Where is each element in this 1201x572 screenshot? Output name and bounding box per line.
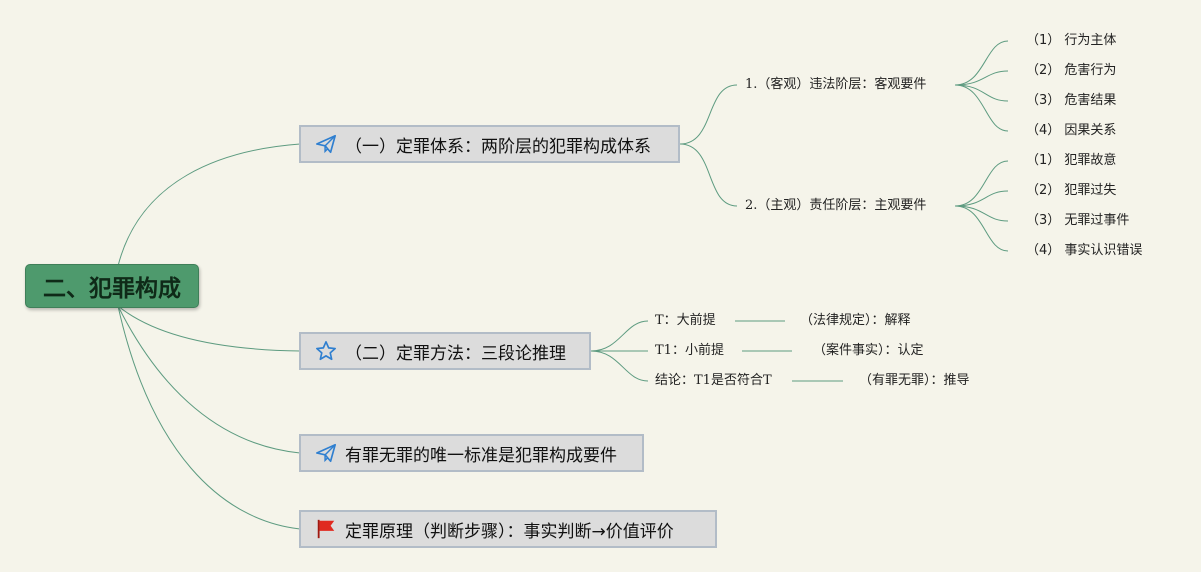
paper-plane-icon [315, 133, 337, 155]
objective-stage-label[interactable]: 1.（客观）违法阶层：客观要件 [742, 76, 930, 94]
subjective-stage-label[interactable]: 2.（主观）责任阶层：主观要件 [742, 197, 930, 215]
branch-label: （一）定罪体系：两阶层的犯罪构成体系 [345, 136, 651, 157]
subjective-item[interactable]: （4） 事实认识错误 [1023, 242, 1146, 260]
objective-item[interactable]: （2） 危害行为 [1023, 62, 1120, 80]
subjective-item[interactable]: （3） 无罪过事件 [1023, 212, 1133, 230]
conclusion-detail[interactable]: （有罪无罪）：推导 [856, 372, 973, 390]
subjective-item[interactable]: （1） 犯罪故意 [1023, 152, 1120, 170]
subjective-item[interactable]: （2） 犯罪过失 [1023, 182, 1120, 200]
paper-plane-icon [315, 442, 337, 464]
branch-conviction-principle[interactable]: 定罪原理（判断步骤）：事实判断→价值评价 [299, 510, 717, 548]
red-flag-icon [315, 518, 337, 540]
conclusion-label[interactable]: 结论：T1是否符合T [652, 372, 775, 390]
branch-conviction-method[interactable]: （二）定罪方法：三段论推理 [299, 332, 591, 370]
branch-sole-standard[interactable]: 有罪无罪的唯一标准是犯罪构成要件 [299, 434, 644, 472]
minor-premise-detail[interactable]: （案件事实）：认定 [810, 342, 927, 360]
branch-conviction-system[interactable]: （一）定罪体系：两阶层的犯罪构成体系 [299, 125, 680, 163]
major-premise-detail[interactable]: （法律规定）：解释 [797, 312, 914, 330]
root-node[interactable]: 二、犯罪构成 [25, 264, 199, 308]
branch-label: 定罪原理（判断步骤）：事实判断→价值评价 [345, 521, 674, 542]
branch-label: 有罪无罪的唯一标准是犯罪构成要件 [345, 445, 617, 466]
major-premise-label[interactable]: T：大前提 [652, 312, 719, 330]
branch-label: （二）定罪方法：三段论推理 [345, 343, 566, 364]
objective-item[interactable]: （4） 因果关系 [1023, 122, 1120, 140]
minor-premise-label[interactable]: T1：小前提 [652, 342, 727, 360]
root-label: 二、犯罪构成 [43, 276, 181, 302]
objective-item[interactable]: （1） 行为主体 [1023, 32, 1120, 50]
objective-item[interactable]: （3） 危害结果 [1023, 92, 1120, 110]
star-icon [315, 340, 337, 362]
